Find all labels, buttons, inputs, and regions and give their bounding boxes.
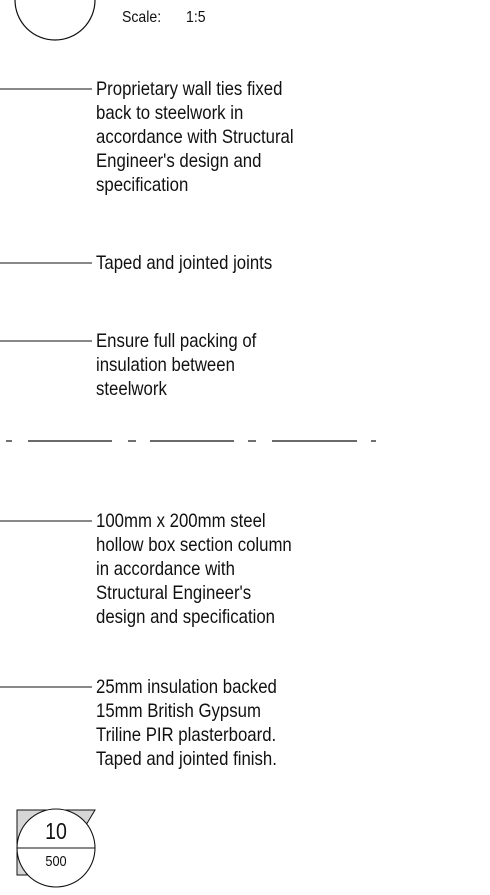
note-taped-joints: Taped and jointed joints bbox=[96, 251, 272, 275]
note-line: 15mm British Gypsum bbox=[96, 700, 261, 722]
note-line: hollow box section column bbox=[96, 534, 292, 556]
note-line: steelwork bbox=[96, 378, 167, 400]
note-line: Triline PIR plasterboard. bbox=[96, 724, 277, 746]
note-line: specification bbox=[96, 174, 189, 196]
note-line: 100mm x 200mm steel bbox=[96, 510, 266, 532]
note-line: Ensure full packing of bbox=[96, 330, 257, 352]
note-line: 25mm insulation backed bbox=[96, 676, 277, 698]
note-wall-ties: Proprietary wall ties fixed back to stee… bbox=[96, 77, 294, 197]
note-line: back to steelwork in bbox=[96, 102, 244, 124]
detail-tag-sheet: 500 bbox=[45, 853, 67, 870]
note-line: Structural Engineer's bbox=[96, 582, 252, 604]
note-line: design and specification bbox=[96, 606, 276, 628]
note-steel-column: 100mm x 200mm steel hollow box section c… bbox=[96, 509, 292, 629]
title-bubble-arc bbox=[14, 0, 96, 41]
note-line: Taped and jointed finish. bbox=[96, 748, 277, 770]
note-insulation-packing: Ensure full packing of insulation betwee… bbox=[96, 329, 256, 401]
note-line: Engineer's design and bbox=[96, 150, 262, 172]
note-line: accordance with Structural bbox=[96, 126, 294, 148]
note-line: insulation between bbox=[96, 354, 235, 376]
scale-label: Scale: bbox=[122, 9, 162, 26]
detail-tag-number: 10 bbox=[45, 818, 67, 844]
scale-value: 1:5 bbox=[186, 9, 206, 26]
note-plasterboard: 25mm insulation backed 15mm British Gyps… bbox=[96, 675, 277, 771]
note-line: Proprietary wall ties fixed bbox=[96, 78, 283, 100]
detail-reference-tag bbox=[16, 808, 96, 888]
note-line: Taped and jointed joints bbox=[96, 252, 273, 274]
note-line: in accordance with bbox=[96, 558, 235, 580]
